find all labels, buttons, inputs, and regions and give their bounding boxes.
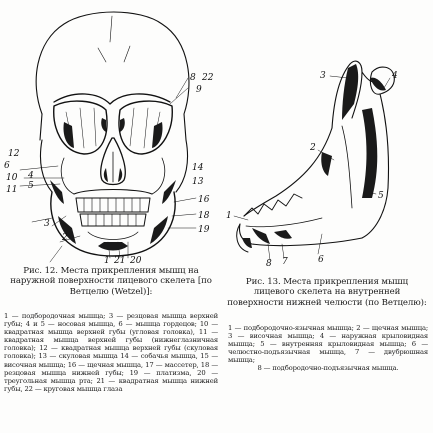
- figure-13-legend-body: 1 — подбородочно-язычная мышца; 2 — щечн…: [228, 324, 428, 365]
- fig12-label-9: 9: [196, 85, 202, 95]
- fig12-label-22: 22: [201, 73, 214, 83]
- fig12-label-12: 12: [8, 149, 20, 159]
- figure-12-caption: Рис. 12. Места прикрепления мышц на нару…: [10, 266, 212, 297]
- fig12-label-19: 19: [198, 225, 210, 235]
- fig12-label-16: 16: [198, 195, 210, 205]
- figure-13-legend: 1 — подбородочно-язычная мышца; 2 — щечн…: [228, 324, 428, 373]
- fig12-label-5: 5: [28, 181, 34, 191]
- fig12-label-3: 3: [44, 219, 50, 229]
- fig13-label-3: 3: [320, 71, 326, 81]
- fig12-label-1: 1: [104, 256, 110, 264]
- figure-12-legend: 1 — подбородочная мышца; 3 — резцовая мы…: [4, 312, 218, 393]
- fig12-label-21: 21: [113, 256, 125, 264]
- fig12-label-2: 2: [61, 233, 68, 243]
- right-orbit: [118, 100, 173, 155]
- fig13-label-2: 2: [309, 143, 316, 153]
- fig13-label-8: 8: [266, 259, 272, 269]
- skull-outline: [35, 11, 190, 141]
- figure-13-legend-last: 8 — подбородочно-подъязычная мышца.: [257, 364, 399, 373]
- lower-teeth: [79, 213, 147, 227]
- mandible-ramus: [331, 60, 363, 129]
- mandible-body: [243, 127, 333, 217]
- left-orbit: [53, 100, 108, 155]
- fig12-label-4: 4: [27, 171, 34, 181]
- fig12-label-13: 13: [192, 177, 204, 187]
- fig13-label-4: 4: [391, 71, 398, 81]
- fig13-label-5: 5: [378, 191, 384, 201]
- fig13-label-1: 1: [226, 211, 232, 221]
- fig13-label-6: 6: [318, 255, 324, 265]
- fig12-label-6: 6: [4, 161, 10, 171]
- fig12-label-11: 11: [6, 185, 17, 195]
- fig12-label-18: 18: [198, 211, 210, 221]
- figure-13-mandible-inner: 3 4 2 5 1 8 7 6: [226, 60, 398, 269]
- fig13-label-7: 7: [282, 257, 288, 267]
- figure-13-caption: Рис. 13. Места прикрепления мышц лицевог…: [227, 277, 427, 308]
- figure-12-skull-front: 8 22 9 6 10 11 12 4 5 3 2 1 21 20 13 14 …: [4, 11, 214, 264]
- fig12-label-14: 14: [192, 163, 204, 173]
- nasal-aperture: [100, 137, 126, 186]
- upper-teeth: [75, 197, 151, 213]
- fig12-label-8: 8: [190, 73, 196, 83]
- fig12-label-10: 10: [6, 173, 18, 183]
- fig12-label-20: 20: [129, 256, 142, 264]
